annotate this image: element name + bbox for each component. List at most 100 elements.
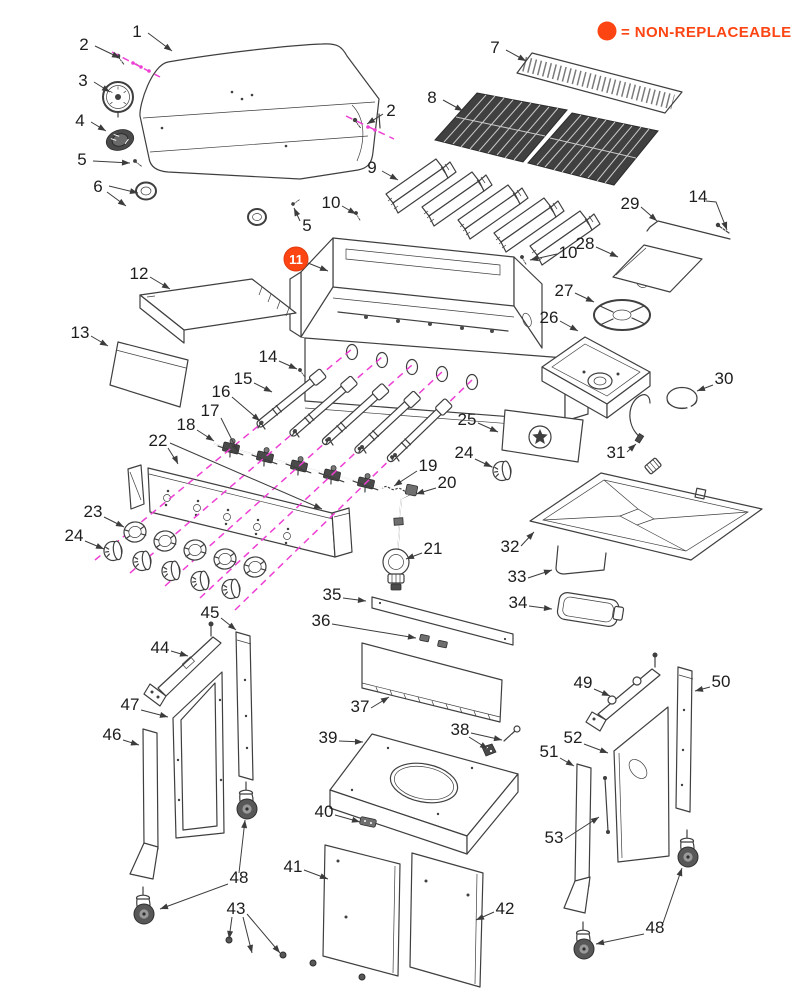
part-label: 33	[508, 567, 527, 586]
lid-screw-right-drawing	[290, 196, 300, 208]
left-rear-post-drawing	[235, 631, 254, 781]
front-rail-drawing	[371, 596, 514, 646]
rail-clips-drawing	[419, 634, 448, 649]
part-label: 28	[576, 234, 595, 253]
cart-clip-drawing	[359, 816, 377, 828]
part-label: 24	[65, 526, 84, 545]
right-door-drawing	[409, 852, 484, 988]
part-label: 1	[132, 22, 141, 41]
rear-bolt-drawing	[715, 222, 730, 234]
highlight-circle-icon	[283, 246, 309, 272]
lid-handle-drawing	[131, 181, 267, 233]
part-label: 8	[427, 88, 436, 107]
crossover-rod-drawing	[646, 220, 731, 240]
part-label: 21	[424, 539, 443, 558]
side-burner-trivet-drawing	[593, 299, 651, 331]
part-label: 2	[79, 35, 88, 54]
part-label: 44	[151, 638, 170, 657]
part-label: 42	[496, 899, 515, 918]
lid-screw-left-drawing	[132, 158, 143, 167]
part-label: 18	[177, 415, 196, 434]
part-label: 31	[607, 443, 626, 462]
part-label: 39	[319, 728, 338, 747]
side-table-panel-drawing	[109, 341, 189, 408]
part-label: 46	[103, 725, 122, 744]
part-label: 41	[284, 857, 303, 876]
grease-tray-drawing	[529, 472, 763, 561]
part-label: 10	[322, 193, 341, 212]
part-label: 48	[230, 868, 249, 887]
part-11-badge: 11	[283, 246, 309, 272]
part-label: 14	[689, 187, 708, 206]
part-label: 10	[559, 243, 578, 262]
part-label: 5	[302, 216, 311, 235]
part-label: 20	[438, 473, 457, 492]
non-replaceable-dot-icon	[597, 21, 617, 41]
right-front-leg-drawing	[563, 763, 592, 914]
side-burner-side-panel-drawing	[501, 409, 584, 463]
side-burner-head-drawing	[644, 386, 698, 475]
part-label: 5	[77, 150, 86, 169]
right-top-bracket-drawing	[585, 652, 661, 732]
cart-top-panel-drawing	[329, 733, 519, 855]
part-label: 27	[555, 281, 574, 300]
part-label: 47	[121, 695, 140, 714]
tray-bracket-drawing	[555, 545, 607, 575]
legend-text: = NON-REPLACEABLE	[621, 24, 792, 41]
part-label: 36	[312, 611, 331, 630]
part-label: 34	[509, 593, 528, 612]
part-label: 24	[455, 443, 474, 462]
part-label: 29	[621, 194, 640, 213]
cooking-grates-drawing	[434, 92, 659, 186]
part-label: 53	[545, 828, 564, 847]
non-replaceable-legend: = NON-REPLACEABLE	[597, 21, 792, 41]
part-label: 35	[323, 585, 342, 604]
part-label: 4	[75, 111, 84, 130]
control-panel-drawing	[127, 464, 353, 558]
part-label: 45	[201, 603, 220, 622]
side-shelf-drawing	[139, 278, 297, 344]
gas-hose-drawing	[382, 483, 419, 550]
part-label: 23	[84, 502, 103, 521]
left-front-leg-drawing	[129, 728, 159, 880]
part-label: 7	[490, 38, 499, 57]
right-rear-post-drawing	[675, 666, 694, 813]
highlighted-part-number: 11	[289, 252, 303, 267]
part-label: 51	[540, 742, 559, 761]
callout-labels: 1 2 3 4 5 6 2 5 7 8 9 10 10 12 13 14 29 …	[65, 22, 734, 937]
part-label: 40	[315, 802, 334, 821]
alignment-dashes	[94, 51, 473, 611]
side-burner-box-drawing	[541, 336, 651, 419]
part-label: 38	[451, 720, 470, 739]
part-label: 52	[564, 728, 583, 747]
part-label: 14	[259, 347, 278, 366]
part-label: 6	[93, 177, 102, 196]
temperature-gauge-drawing	[102, 81, 134, 118]
side-burner-knob-drawing	[486, 459, 513, 483]
part-label: 22	[149, 431, 168, 450]
part-label: 50	[712, 672, 731, 691]
side-burner-lid-drawing	[612, 244, 703, 293]
gauge-bezel-drawing	[105, 129, 135, 151]
part-label: 9	[367, 158, 376, 177]
part-label: 30	[715, 369, 734, 388]
regulator-drawing	[382, 548, 410, 591]
part-label: 43	[227, 899, 246, 918]
part-label: 49	[574, 673, 593, 692]
left-side-frame-drawing	[172, 671, 225, 839]
igniter-wire-drawing	[629, 394, 651, 444]
left-top-bracket-drawing	[143, 621, 222, 707]
front-panel-drawing	[361, 642, 503, 723]
part-label: 15	[234, 369, 253, 388]
door-hinge-bolt-drawing	[481, 725, 521, 757]
part-label: 48	[646, 918, 665, 937]
manifold-valves-drawing	[213, 435, 384, 496]
part-label: 26	[540, 308, 559, 327]
part-label: 37	[351, 697, 370, 716]
leader-lines	[84, 32, 730, 955]
right-side-panel-drawing	[613, 706, 670, 863]
grease-cup-drawing	[556, 592, 625, 627]
burner-clips-drawing	[257, 421, 400, 462]
